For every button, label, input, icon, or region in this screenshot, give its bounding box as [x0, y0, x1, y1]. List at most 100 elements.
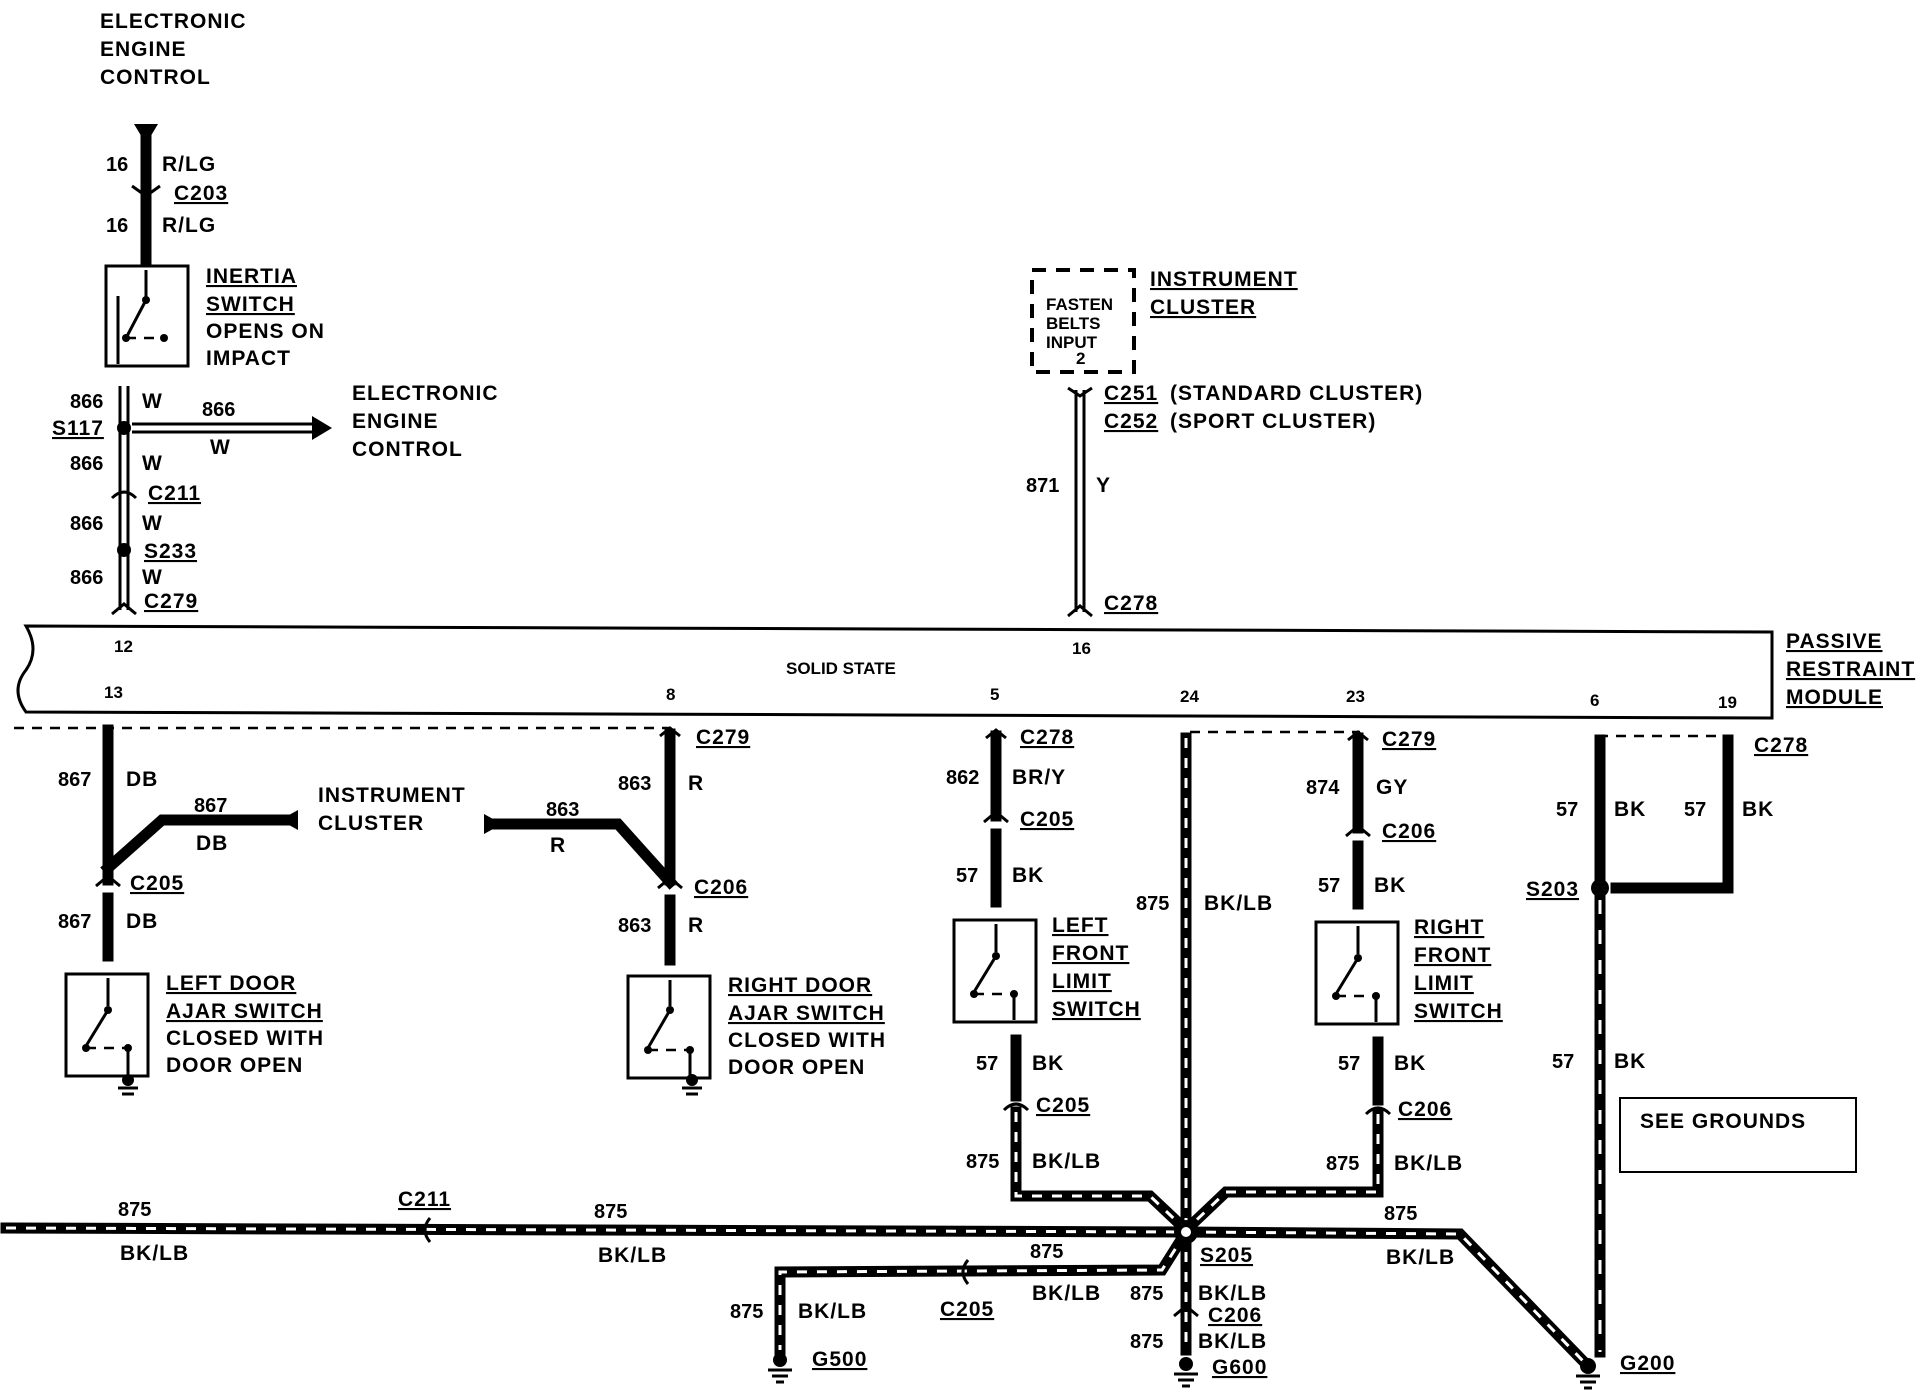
- ground-g500-icon: [768, 1353, 792, 1384]
- label-wires-bk_b: BK: [1032, 1052, 1064, 1075]
- label-wires-w863c: 863: [618, 915, 651, 937]
- connector-c279-right-symbol: [1347, 730, 1369, 742]
- splice-s233: S233: [144, 540, 197, 563]
- connector-c278-mid: C278: [1020, 726, 1074, 749]
- connector-c206-right-symbol: [1345, 824, 1371, 838]
- connector-c206-lower: C206: [1398, 1098, 1452, 1121]
- connector-c211: C211: [148, 482, 201, 505]
- label-wires-w57g: 57: [1552, 1051, 1574, 1073]
- connector-c279-symbol: [111, 602, 137, 616]
- label-labels-right_front-3: SWITCH: [1414, 1000, 1503, 1023]
- left-door-ajar-switch-label: LEFT DOOR AJAR SWITCH CLOSED WITH DOOR O…: [166, 972, 324, 1077]
- label-labels-instrument_cluster_top-0: INSTRUMENT: [1150, 268, 1298, 291]
- label-module_pins-p16: 16: [1072, 639, 1091, 658]
- label-wires-w875b: 875: [1326, 1153, 1359, 1175]
- connector-c279-mid: C279: [696, 726, 750, 749]
- label-wires-gy: GY: [1376, 776, 1408, 799]
- ground-g600-icon: [1174, 1357, 1198, 1388]
- wire-871-y: [1074, 390, 1086, 612]
- label-labels-eec_top-1: ENGINE: [100, 38, 187, 61]
- connector-c211-lower: C211: [398, 1188, 451, 1211]
- label-labels-eec_top-0: ELECTRONIC: [100, 10, 247, 33]
- label-labels-instrument_cluster_top-1: CLUSTER: [1150, 296, 1256, 319]
- label-wires-bklb_e: BK/LB: [1386, 1246, 1455, 1269]
- connector-c205-mid-symbol: [983, 810, 1009, 824]
- label-labels-inertia-0: INERTIA: [206, 265, 297, 288]
- label-labels-right_door-0: RIGHT DOOR: [728, 974, 872, 997]
- label-labels-fasten_belts-2: INPUT: [1046, 333, 1098, 352]
- label-labels-c252_note: (SPORT CLUSTER): [1170, 410, 1376, 433]
- label-labels-inertia-1: SWITCH: [206, 293, 295, 316]
- label-wires-w875v: 875: [1136, 893, 1169, 915]
- connector-c278-mid-symbol: [985, 728, 1007, 740]
- label-wires-w867c: 867: [58, 911, 91, 933]
- label-wires-bk_c: BK: [1374, 874, 1406, 897]
- left-front-limit-switch-label: LEFT FRONT LIMIT SWITCH: [1052, 914, 1140, 1021]
- label-labels-inertia-3: IMPACT: [206, 347, 291, 370]
- label-labels-fasten_belts-1: BELTS: [1046, 314, 1100, 333]
- label-wires-w875g: 875: [730, 1301, 763, 1323]
- label-wires-w875c: 875: [118, 1199, 151, 1221]
- label-labels-left_door-2: CLOSED WITH: [166, 1027, 324, 1050]
- label-wires-w875e: 875: [1384, 1203, 1417, 1225]
- label-labels-right_front-0: RIGHT: [1414, 916, 1484, 939]
- label-labels-instrument_cluster_mid-0: INSTRUMENT: [318, 784, 466, 807]
- label-module_pins-p13: 13: [104, 683, 123, 702]
- connector-c279-top: C279: [144, 590, 198, 613]
- label-wires-w862: 862: [946, 767, 979, 789]
- label-wires-w875d: 875: [594, 1201, 627, 1223]
- connector-c211-symbol: [110, 490, 138, 500]
- splice-s233-dot: [117, 543, 131, 557]
- label-labels-see_grounds: SEE GROUNDS: [1640, 1110, 1806, 1133]
- label-labels-right_door-3: DOOR OPEN: [728, 1056, 865, 1079]
- label-wires-w866b: 866: [70, 453, 103, 475]
- label-wires-w_b: W: [142, 452, 163, 475]
- instrument-cluster-top-label: INSTRUMENT CLUSTER: [1150, 268, 1298, 319]
- label-labels-right_front-2: LIMIT: [1414, 972, 1474, 995]
- splice-s205: S205: [1200, 1244, 1253, 1267]
- label-wires-rlg_a: R/LG: [162, 153, 216, 176]
- splice-s117-dot: [117, 421, 131, 435]
- arrow-down-icon: [134, 124, 158, 144]
- label-labels-left_front-1: FRONT: [1052, 942, 1129, 965]
- label-wires-y: Y: [1096, 474, 1111, 497]
- label-wires-w_a: W: [142, 390, 163, 413]
- label-wires-w_h: W: [210, 436, 231, 459]
- label-module_pins-p6: 6: [1590, 691, 1599, 710]
- connector-c206-right: C206: [1382, 820, 1436, 843]
- ground-g200: G200: [1620, 1352, 1675, 1375]
- label-wires-bklb_a: BK/LB: [1032, 1150, 1101, 1173]
- label-labels-prm-1: RESTRAINT: [1786, 658, 1915, 681]
- label-labels-inertia-2: OPENS ON: [206, 320, 325, 343]
- label-wires-w866h: 866: [202, 399, 235, 421]
- connector-c206-symbol: [657, 876, 683, 890]
- label-wires-bklb_v: BK/LB: [1204, 892, 1273, 915]
- label-wires-w863b: 863: [546, 799, 579, 821]
- label-wires-w875a: 875: [966, 1151, 999, 1173]
- label-wires-w57a: 57: [956, 865, 978, 887]
- eec-top-label: ELECTRONIC ENGINE CONTROL: [100, 10, 247, 89]
- left-door-ajar-switch-box: [64, 972, 150, 1096]
- label-labels-fasten_belts-3: 2: [1076, 349, 1085, 368]
- splice-s205-center: [1181, 1227, 1191, 1237]
- splice-s117: S117: [52, 417, 104, 440]
- label-labels-prm-0: PASSIVE: [1786, 630, 1882, 653]
- label-module_pins-p12: 12: [114, 637, 133, 656]
- connector-c206-bottom: C206: [1208, 1304, 1262, 1327]
- label-wires-bklb_f: BK/LB: [1032, 1282, 1101, 1305]
- label-labels-left_door-3: DOOR OPEN: [166, 1054, 303, 1077]
- connector-c203-symbol: [131, 184, 161, 198]
- label-labels-instrument_cluster_mid-1: CLUSTER: [318, 812, 424, 835]
- label-wires-w874: 874: [1306, 777, 1340, 799]
- ground-g500: G500: [812, 1348, 867, 1371]
- inertia-switch-label: INERTIA SWITCH OPENS ON IMPACT: [206, 265, 325, 370]
- connector-c278-right: C278: [1754, 734, 1808, 757]
- label-labels-eec_right-1: ENGINE: [352, 410, 439, 433]
- label-wires-bk_g: BK: [1614, 1050, 1646, 1073]
- label-module_pins-p24: 24: [1180, 687, 1199, 706]
- label-wires-w_d: W: [142, 566, 163, 589]
- label-wires-bklb_g: BK/LB: [798, 1300, 867, 1323]
- label-wires-bk_f: BK: [1742, 798, 1774, 821]
- label-wires-bk_e: BK: [1614, 798, 1646, 821]
